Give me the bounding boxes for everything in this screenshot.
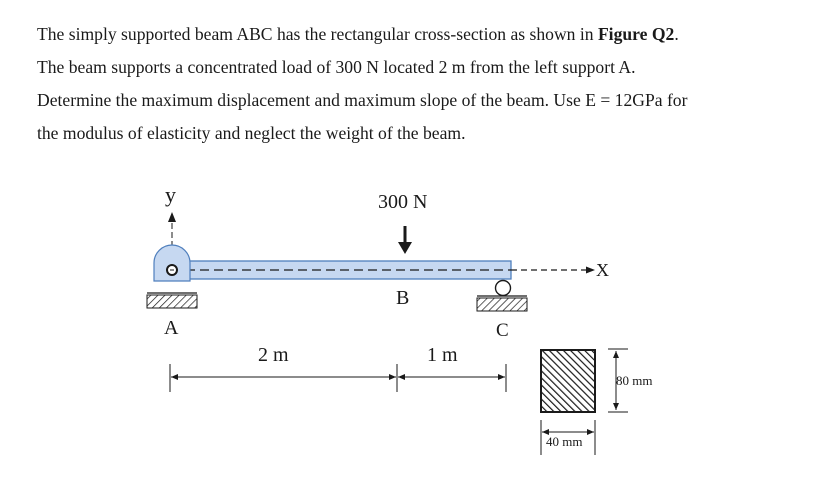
point-c-label: C	[496, 320, 509, 341]
section-height-label: 80 mm	[616, 373, 653, 388]
question-line-1: The simply supported beam ABC has the re…	[37, 18, 762, 51]
load-arrow	[398, 226, 412, 254]
dimension-lines	[169, 364, 507, 392]
y-axis	[168, 212, 176, 265]
point-b-label: B	[396, 287, 410, 309]
question-line-1-text: The simply supported beam ABC has the re…	[37, 24, 598, 44]
point-a-label: A	[164, 317, 179, 339]
question-text: The simply supported beam ABC has the re…	[37, 18, 762, 150]
figure-reference: Figure Q2	[597, 24, 675, 44]
question-line-4: the modulus of elasticity and neglect th…	[37, 123, 466, 143]
y-axis-label: y	[165, 182, 176, 207]
span-ab-label: 2 m	[258, 344, 289, 366]
roller-support-c	[476, 279, 528, 312]
question-line-3: Determine the maximum displacement and m…	[37, 90, 688, 110]
x-axis-label: X	[596, 260, 609, 280]
x-axis	[511, 266, 595, 274]
question-line-1-end: .	[674, 24, 679, 44]
load-label: 300 N	[378, 191, 428, 213]
span-bc-label: 1 m	[427, 344, 458, 366]
pin-support-a	[146, 244, 198, 309]
cross-section	[540, 348, 628, 455]
question-line-2: The beam supports a concentrated load of…	[37, 57, 636, 77]
section-width-label: 40 mm	[546, 434, 583, 449]
